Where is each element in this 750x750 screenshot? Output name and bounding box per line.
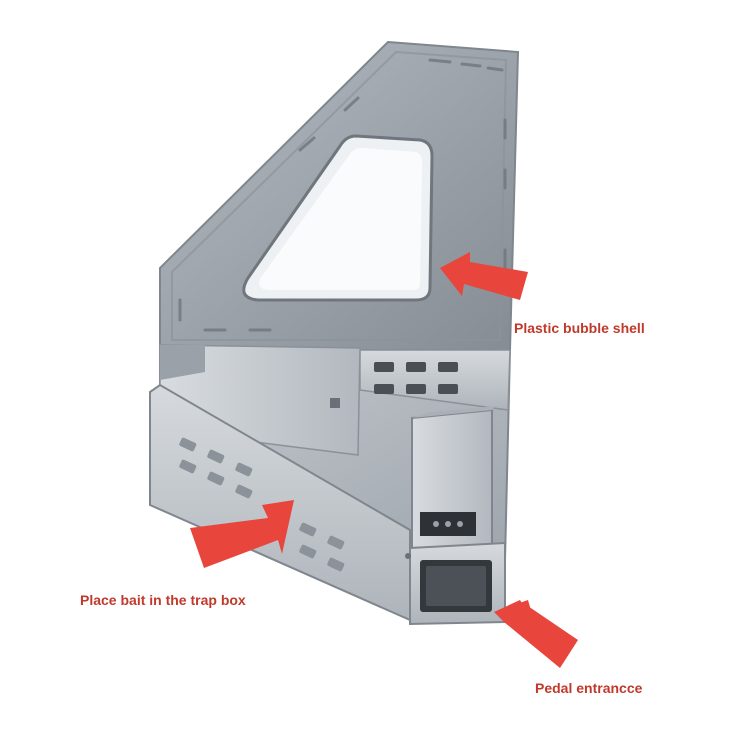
plastic-window xyxy=(242,134,434,302)
pedal-tunnel xyxy=(411,406,496,550)
label-pedal-entrance: Pedal entrancce xyxy=(535,680,643,696)
arrow-icon xyxy=(190,500,294,568)
arrow-icon xyxy=(440,252,528,300)
front-end-face xyxy=(405,541,506,626)
label-plastic-bubble-shell: Plastic bubble shell xyxy=(514,320,645,336)
arrow-icon xyxy=(494,600,578,668)
label-place-bait: Place bait in the trap box xyxy=(80,592,246,608)
